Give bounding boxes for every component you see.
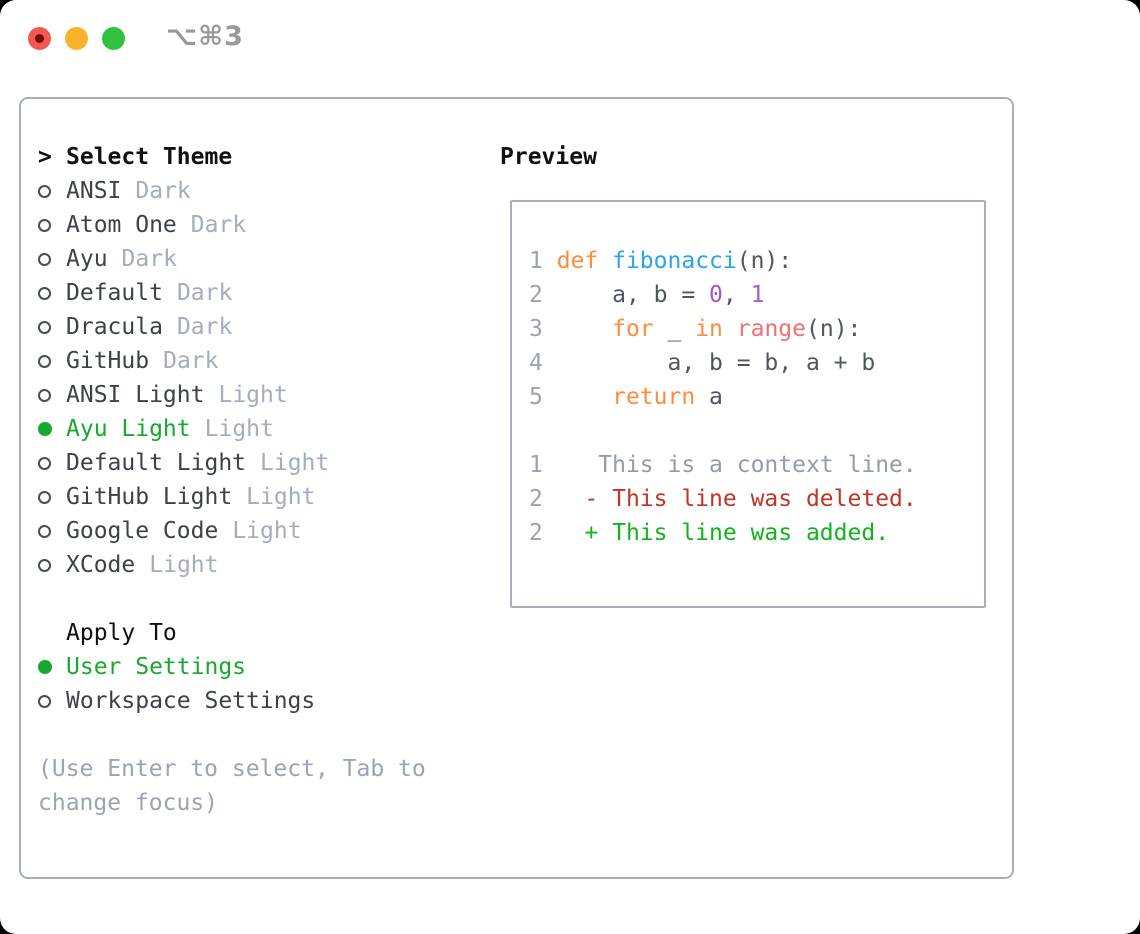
option-label: Ayu Light (66, 416, 191, 442)
focus-arrow-icon: > (38, 144, 52, 170)
variant-badge: Light (232, 518, 302, 544)
theme-option-default-light[interactable]: Default Light Light (38, 446, 478, 480)
variant-badge: Light (246, 484, 316, 510)
theme-option-github-light[interactable]: GitHub Light Light (38, 480, 478, 514)
code-line-3: 3 for _ in range(n): (529, 316, 862, 342)
variant-badge: Dark (176, 314, 233, 340)
traffic-lights (28, 27, 125, 50)
option-label: XCode (66, 552, 136, 578)
variant-badge: Light (218, 382, 288, 408)
radio-unselected-icon (38, 320, 53, 334)
option-label: Default Light (66, 450, 247, 476)
option-label: GitHub (66, 348, 150, 374)
diff-added-line: 2 + This line was added. (529, 520, 890, 546)
circle-outline-icon (38, 218, 51, 232)
variant-badge: Light (260, 450, 330, 476)
code-line-1: 1 def fibonacci(n): (529, 248, 793, 274)
variant-badge: Light (149, 552, 219, 578)
spacer (38, 582, 478, 616)
radio-selected-icon (38, 660, 53, 674)
circle-outline-icon (38, 252, 51, 266)
apply-to-header: Apply To (38, 616, 478, 650)
radio-unselected-icon (38, 524, 53, 538)
radio-unselected-icon (38, 490, 53, 504)
radio-unselected-icon (38, 456, 53, 470)
code-line-4: 4 a, b = b, a + b (529, 350, 876, 376)
option-label: User Settings (66, 654, 247, 680)
variant-badge: Dark (176, 280, 233, 306)
spacer (38, 718, 478, 752)
variant-badge: Dark (163, 348, 219, 374)
diff-deleted-line: 2 - This line was deleted. (529, 486, 917, 512)
theme-option-dracula[interactable]: Dracula Dark (38, 310, 478, 344)
theme-option-xcode[interactable]: XCode Light (38, 548, 478, 582)
variant-badge: Dark (121, 246, 177, 272)
theme-option-ayu-light[interactable]: Ayu Light Light (38, 412, 478, 446)
radio-unselected-icon (38, 252, 53, 266)
circle-outline-icon (38, 286, 51, 300)
apply-option-user-settings[interactable]: User Settings (38, 650, 478, 684)
minimize-button[interactable] (65, 27, 88, 50)
code-line-2: 2 a, b = 0, 1 (529, 282, 765, 308)
option-label: Ayu (66, 246, 108, 272)
circle-outline-icon (38, 388, 51, 402)
option-label: Dracula (66, 314, 163, 340)
apply-to-title: Apply To (66, 620, 177, 646)
code-line-5: 5 return a (529, 384, 723, 410)
circle-outline-icon (38, 354, 51, 368)
code-line-blank (529, 414, 917, 448)
theme-option-github[interactable]: GitHub Dark (38, 344, 478, 378)
theme-list-header: > Select Theme (38, 140, 478, 174)
radio-unselected-icon (38, 184, 53, 198)
zoom-button[interactable] (102, 27, 125, 50)
usage-hint: (Use Enter to select, Tab to change focu… (38, 756, 426, 816)
circle-outline-icon (38, 558, 51, 572)
circle-outline-icon (38, 524, 51, 538)
radio-unselected-icon (38, 354, 53, 368)
option-label: Atom One (66, 212, 177, 238)
circle-outline-icon (38, 694, 51, 708)
radio-unselected-icon (38, 558, 53, 572)
variant-badge: Light (204, 416, 274, 442)
theme-option-default[interactable]: Default Dark (38, 276, 478, 310)
filled-circle-icon (38, 422, 52, 436)
option-label: Google Code (66, 518, 219, 544)
option-label: Workspace Settings (66, 688, 316, 714)
titlebar: ⌥⌘3 (0, 0, 1140, 76)
radio-unselected-icon (38, 388, 53, 402)
unsaved-dot-icon (35, 34, 44, 43)
radio-unselected-icon (38, 694, 53, 708)
radio-selected-icon (38, 422, 53, 436)
theme-option-ansi[interactable]: ANSI Dark (38, 174, 478, 208)
close-button[interactable] (28, 27, 51, 50)
variant-badge: Dark (135, 178, 191, 204)
radio-unselected-icon (38, 218, 53, 232)
preview-title: Preview (500, 144, 597, 170)
theme-list-title: Select Theme (66, 144, 233, 170)
radio-unselected-icon (38, 286, 53, 300)
theme-option-atom-one[interactable]: Atom One Dark (38, 208, 478, 242)
diff-context-line: 1 This is a context line. (529, 452, 917, 478)
apply-option-workspace-settings[interactable]: Workspace Settings (38, 684, 478, 718)
variant-badge: Dark (190, 212, 247, 238)
code-preview: 1 def fibonacci(n): 2 a, b = 0, 1 3 for _ … (529, 244, 917, 550)
option-label: Default (66, 280, 163, 306)
circle-outline-icon (38, 320, 51, 334)
circle-outline-icon (38, 456, 51, 470)
keyboard-shortcut-label: ⌥⌘3 (166, 21, 244, 52)
filled-circle-icon (38, 660, 52, 674)
option-label: GitHub Light (66, 484, 233, 510)
circle-outline-icon (38, 490, 51, 504)
preview-box: 1 def fibonacci(n): 2 a, b = 0, 1 3 for _ … (510, 200, 986, 608)
option-label: ANSI (66, 178, 122, 204)
circle-outline-icon (38, 184, 51, 198)
theme-option-ansi-light[interactable]: ANSI Light Light (38, 378, 478, 412)
option-label: ANSI Light (66, 382, 205, 408)
theme-option-ayu[interactable]: Ayu Dark (38, 242, 478, 276)
theme-option-google-code[interactable]: Google Code Light (38, 514, 478, 548)
